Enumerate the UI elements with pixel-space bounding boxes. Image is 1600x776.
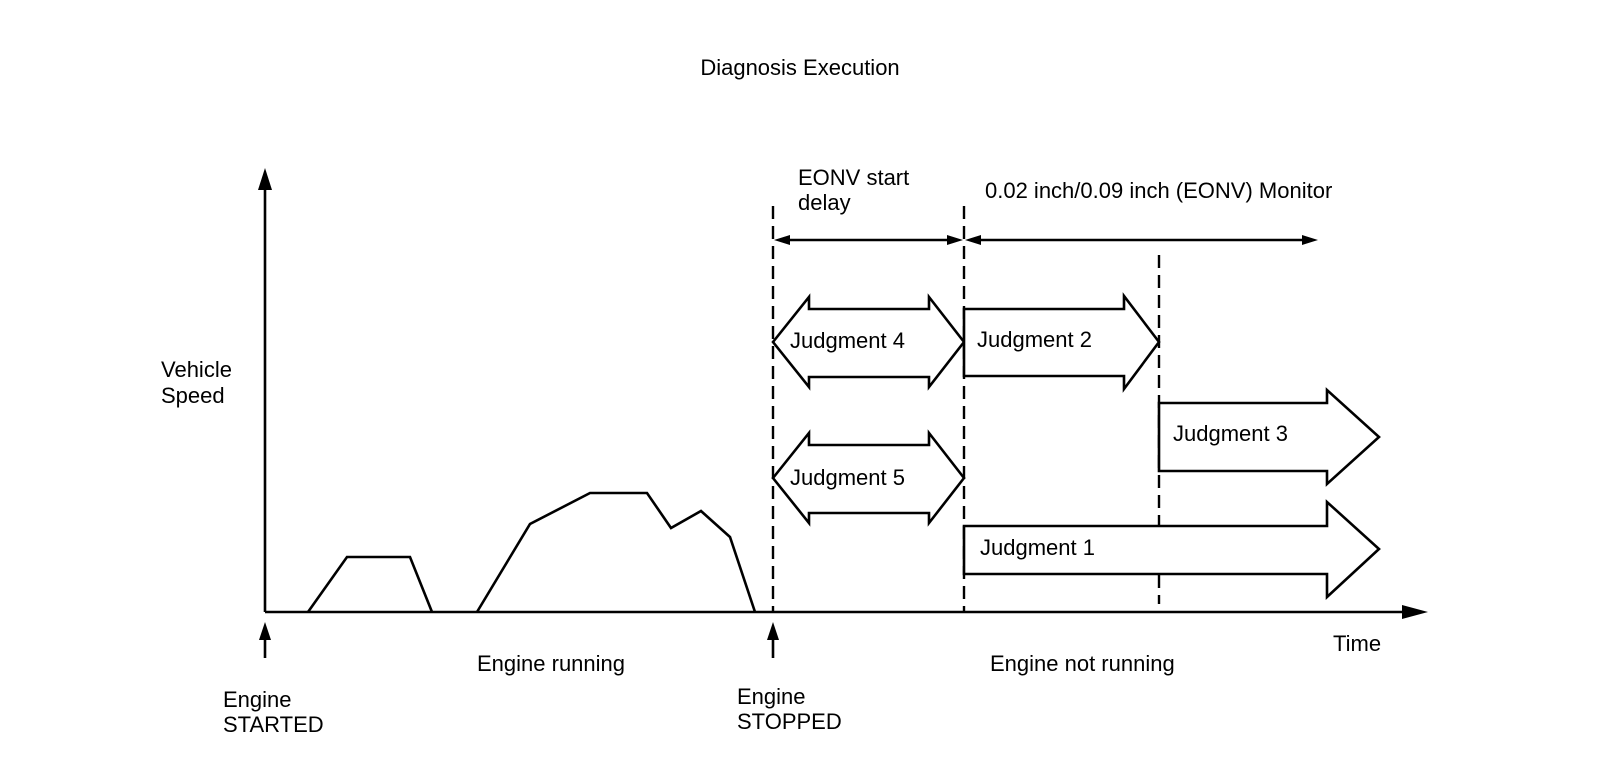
engine-stopped-line-1: Engine	[737, 684, 806, 709]
engine-not-running-label: Engine not running	[990, 651, 1175, 676]
vehicle-speed-trace-2	[475, 491, 757, 613]
judgment-1-label: Judgment 1	[980, 535, 1095, 560]
engine-started-line-1: Engine	[223, 687, 292, 712]
judgment-2-label: Judgment 2	[977, 327, 1092, 352]
judgment-1-arrow	[962, 499, 1381, 600]
y-axis	[258, 168, 272, 612]
monitor-arrow	[965, 235, 1318, 245]
engine-running-label: Engine running	[477, 651, 625, 676]
eonv-start-delay-line-1: EONV start	[798, 165, 909, 190]
engine-started-label: Engine STARTED	[223, 687, 324, 737]
judgment-4-label: Judgment 4	[790, 328, 905, 353]
judgment-5-label: Judgment 5	[790, 465, 905, 490]
y-axis-label-line-1: Vehicle	[161, 357, 232, 382]
engine-started-line-2: STARTED	[223, 712, 324, 737]
x-axis	[265, 605, 1428, 619]
judgment-5-arrow	[771, 429, 966, 527]
diagram-title: Diagnosis Execution	[700, 55, 899, 80]
engine-stopped-arrow	[767, 622, 779, 658]
eonv-start-delay-line-2: delay	[798, 190, 851, 215]
eonv-start-delay-label: EONV start delay	[798, 165, 915, 215]
x-axis-label: Time	[1333, 631, 1381, 656]
eonv-start-delay-arrow	[774, 235, 963, 245]
judgment-3-arrow	[1157, 387, 1381, 487]
engine-stopped-label: Engine STOPPED	[737, 684, 842, 734]
vehicle-speed-trace-1	[306, 555, 434, 613]
y-axis-label: Vehicle Speed	[161, 357, 238, 408]
monitor-label: 0.02 inch/0.09 inch (EONV) Monitor	[985, 178, 1332, 203]
judgment-3-label: Judgment 3	[1173, 421, 1288, 446]
engine-started-arrow	[259, 622, 271, 658]
y-axis-label-line-2: Speed	[161, 383, 225, 408]
judgment-2-arrow	[962, 292, 1161, 393]
engine-stopped-line-2: STOPPED	[737, 709, 842, 734]
